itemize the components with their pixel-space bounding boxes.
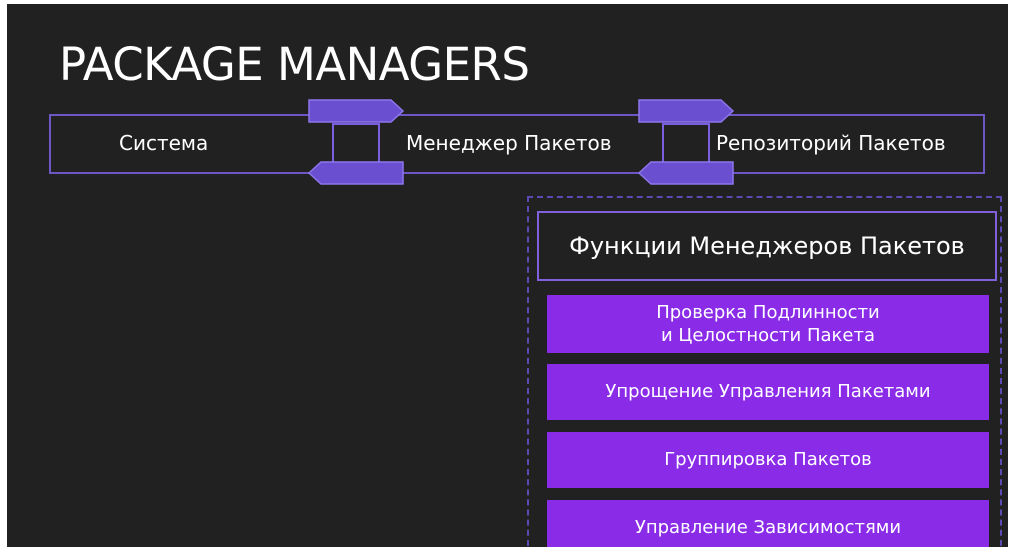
function-item-grouping: Группировка Пакетов: [547, 432, 989, 488]
node-package-manager: Менеджер Пакетов: [406, 131, 612, 155]
arrow-left-icon: [637, 161, 734, 185]
arrow-left-icon: [307, 161, 404, 185]
flow-arrows: [307, 99, 735, 185]
slide: PACKAGE MANAGERS Система Менеджер Пакето…: [7, 4, 1008, 547]
arrow-right-icon: [638, 99, 735, 123]
connector-manager-repository: [637, 99, 735, 185]
connector-system-manager: [307, 99, 405, 185]
function-item-dependencies: Управление Зависимостями: [547, 500, 989, 547]
slide-title: PACKAGE MANAGERS: [59, 38, 530, 91]
flow-outline: [49, 114, 985, 174]
node-system: Система: [119, 131, 209, 155]
function-item-authenticity: Проверка Подлинности и Целостности Пакет…: [547, 295, 989, 353]
arrow-right-icon: [308, 99, 405, 123]
functions-header: Функции Менеджеров Пакетов: [537, 211, 997, 281]
functions-panel: [527, 196, 1002, 547]
function-item-management: Упрощение Управления Пакетами: [547, 364, 989, 420]
node-package-repository: Репозиторий Пакетов: [716, 131, 946, 155]
